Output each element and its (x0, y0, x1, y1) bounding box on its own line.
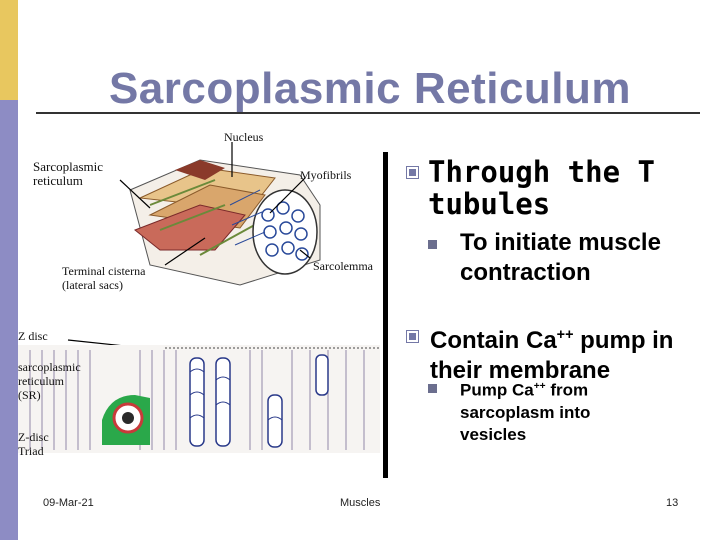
left-accent-gold (0, 0, 18, 100)
column-divider (383, 152, 388, 478)
slide-title: Sarcoplasmic Reticulum (108, 64, 632, 113)
sub-bullet-pump-ca: Pump Ca++ from sarcoplasm into vesicles (460, 376, 660, 446)
label-myofibrils: Myofibrils (300, 168, 352, 182)
sub-bullet-initiate-contraction: To initiate muscle contraction (460, 229, 661, 286)
title-underline (36, 112, 700, 114)
label-sarcolemma: Sarcolemma (313, 259, 373, 273)
footer-page-number: 13 (666, 497, 679, 509)
label-sr: sarcoplasmic reticulum (SR) (18, 360, 81, 402)
footer-center: Muscles (340, 497, 381, 509)
left-accent-bar (0, 0, 18, 540)
label-terminal-cisterna: Terminal cisterna (lateral sacs) (62, 264, 146, 292)
bullet-text: Pump Ca (460, 380, 534, 400)
sarcomere-illustration (18, 345, 380, 453)
label-z-disc-triad: Z-disc Triad (18, 430, 49, 458)
sub-bullet-icon (428, 240, 437, 249)
fiber-illustration (129, 159, 321, 286)
bullet-contain-ca-pump: Contain Ca++ pump in their membrane (430, 320, 698, 386)
label-nucleus: Nucleus (224, 130, 264, 144)
label-sarcoplasmic-reticulum: Sarcoplasmic reticulum (33, 159, 104, 188)
bullet-square-icon (406, 166, 419, 179)
superscript: ++ (533, 381, 546, 392)
superscript: ++ (556, 327, 574, 343)
sub-bullet-icon (428, 384, 437, 393)
bullet-text: pump in their membrane (430, 327, 674, 384)
label-z-disc: Z disc (18, 329, 48, 343)
bullet-square-icon (406, 330, 419, 343)
bullet-through-t-tubules: Through the T tubules (428, 155, 655, 221)
bullet-text: from sarcoplasm into vesicles (460, 380, 591, 444)
footer-date: 09-Mar-21 (43, 497, 94, 509)
bullet-text: Contain Ca (430, 327, 557, 354)
